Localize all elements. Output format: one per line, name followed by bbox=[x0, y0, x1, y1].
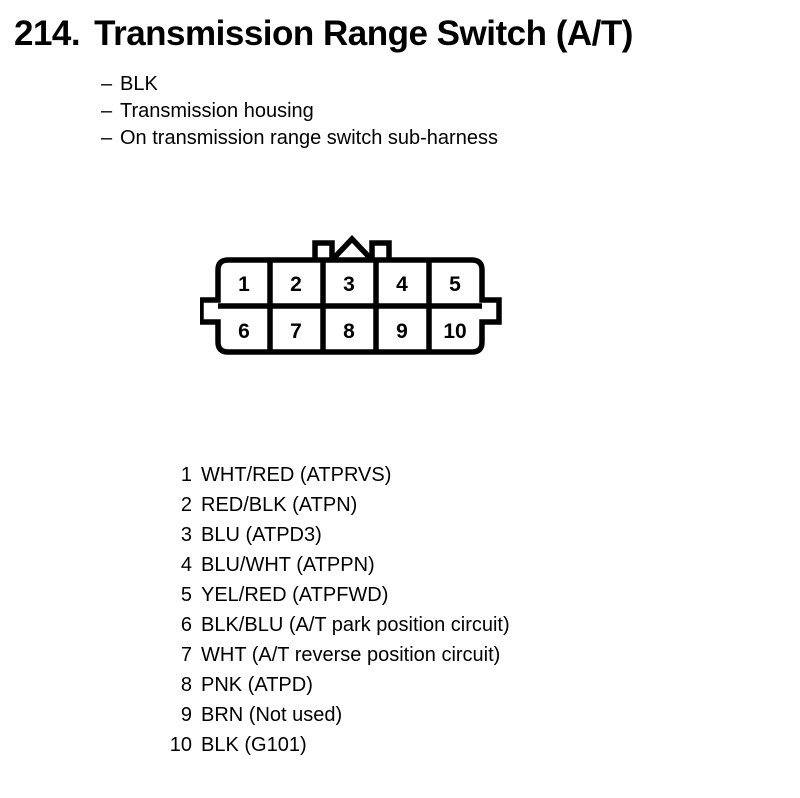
spec-list-item: – Transmission housing bbox=[101, 98, 498, 125]
connector-cell-label: 5 bbox=[449, 273, 461, 296]
pin-legend-row: 3 BLU (ATPD3) bbox=[152, 520, 510, 550]
pin-number: 4 bbox=[180, 554, 192, 576]
dash-bullet-icon: – bbox=[101, 73, 113, 95]
pin-legend-row: 10 BLK (G101) bbox=[152, 730, 510, 760]
connector-cell-label: 6 bbox=[238, 320, 250, 343]
connector-cell-label: 1 bbox=[238, 273, 250, 296]
connector-cell-label: 7 bbox=[290, 320, 302, 343]
pin-description: PNK (ATPD) bbox=[201, 674, 313, 696]
pin-number: 8 bbox=[180, 674, 192, 696]
spec-list: – BLK – Transmission housing – On transm… bbox=[101, 71, 498, 152]
pin-description: WHT (A/T reverse position circuit) bbox=[201, 644, 501, 666]
page-title: 214. Transmission Range Switch (A/T) bbox=[14, 16, 633, 51]
pin-number: 10 bbox=[169, 734, 192, 756]
connector-diagram: 1 2 3 4 5 6 7 8 9 10 bbox=[200, 228, 510, 360]
dash-bullet-icon: – bbox=[101, 100, 113, 122]
connector-svg: 1 2 3 4 5 6 7 8 9 10 bbox=[200, 235, 502, 355]
connector-cell-label: 3 bbox=[343, 273, 355, 296]
page-title-text: Transmission Range Switch (A/T) bbox=[94, 14, 633, 53]
spec-list-item-label: BLK bbox=[120, 73, 158, 95]
connector-cell-label: 8 bbox=[343, 320, 355, 343]
pin-number: 9 bbox=[180, 704, 192, 726]
pin-legend: 1 WHT/RED (ATPRVS) 2 RED/BLK (ATPN) 3 BL… bbox=[152, 460, 510, 760]
pin-description: BLK (G101) bbox=[201, 734, 307, 756]
pin-description: BLU (ATPD3) bbox=[201, 524, 322, 546]
connector-cell-labels-bottom: 6 7 8 9 10 bbox=[238, 320, 467, 343]
pin-description: YEL/RED (ATPFWD) bbox=[201, 584, 389, 606]
pin-number: 2 bbox=[180, 494, 192, 516]
latch-peak-icon bbox=[330, 235, 374, 262]
page-title-number: 214. bbox=[14, 14, 81, 53]
pin-number: 5 bbox=[180, 584, 192, 606]
spec-list-item: – On transmission range switch sub-harne… bbox=[101, 125, 498, 152]
dash-bullet-icon: – bbox=[101, 127, 113, 149]
pin-description: BRN (Not used) bbox=[201, 704, 343, 726]
pin-legend-row: 7 WHT (A/T reverse position circuit) bbox=[152, 640, 510, 670]
pin-number: 1 bbox=[180, 464, 192, 486]
connector-cell-label: 4 bbox=[396, 273, 408, 296]
latch-post-right bbox=[369, 240, 392, 260]
pin-legend-row: 8 PNK (ATPD) bbox=[152, 670, 510, 700]
pin-description: BLK/BLU (A/T park position circuit) bbox=[201, 614, 510, 636]
pin-number: 3 bbox=[180, 524, 192, 546]
pin-number: 7 bbox=[180, 644, 192, 666]
connector-cell-labels-top: 1 2 3 4 5 bbox=[238, 273, 461, 296]
pin-legend-row: 1 WHT/RED (ATPRVS) bbox=[152, 460, 510, 490]
pin-description: WHT/RED (ATPRVS) bbox=[201, 464, 392, 486]
pin-description: RED/BLK (ATPN) bbox=[201, 494, 358, 516]
pin-legend-row: 6 BLK/BLU (A/T park position circuit) bbox=[152, 610, 510, 640]
connector-cell-label: 10 bbox=[443, 320, 466, 343]
pin-legend-row: 9 BRN (Not used) bbox=[152, 700, 510, 730]
spec-list-item-label: Transmission housing bbox=[120, 100, 314, 122]
latch-post-left bbox=[312, 240, 335, 260]
pin-description: BLU/WHT (ATPPN) bbox=[201, 554, 375, 576]
connector-cell-label: 9 bbox=[396, 320, 408, 343]
spec-list-item-label: On transmission range switch sub-harness bbox=[120, 127, 498, 149]
pin-legend-row: 5 YEL/RED (ATPFWD) bbox=[152, 580, 510, 610]
spec-list-item: – BLK bbox=[101, 71, 498, 98]
connector-cell-label: 2 bbox=[290, 273, 302, 296]
pin-legend-row: 4 BLU/WHT (ATPPN) bbox=[152, 550, 510, 580]
pin-legend-row: 2 RED/BLK (ATPN) bbox=[152, 490, 510, 520]
pin-number: 6 bbox=[180, 614, 192, 636]
